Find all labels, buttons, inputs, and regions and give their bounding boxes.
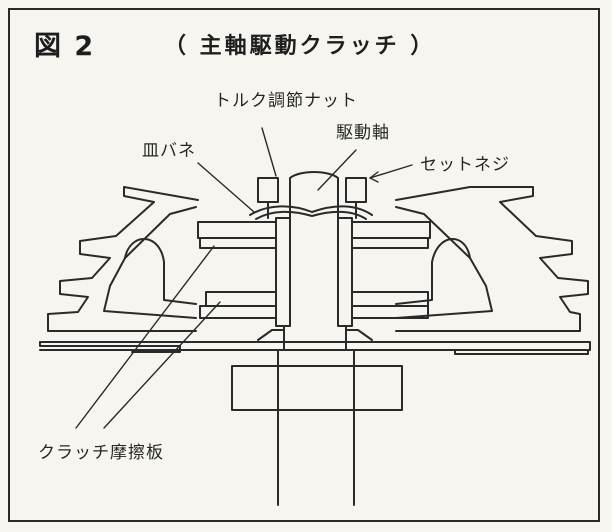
clutch-plate-upper-left-2	[199, 237, 277, 249]
label-drive-shaft: 駆動軸	[336, 123, 390, 143]
pulley-right-outer	[395, 186, 589, 332]
label-dish-spring: 皿バネ	[142, 141, 196, 161]
clutch-plate-lower-left	[205, 291, 277, 307]
leader-clutch-upper	[75, 245, 215, 429]
clutch-plate-upper-right	[351, 221, 431, 239]
drive-shaft-top	[289, 171, 339, 219]
label-set-screw: セットネジ	[420, 155, 510, 175]
leader-set-screw-arrow	[369, 171, 379, 183]
leader-torque-nut	[261, 127, 277, 177]
hub-collar-left	[275, 217, 291, 327]
leader-clutch-lower	[103, 301, 221, 429]
leader-drive-shaft	[317, 149, 357, 191]
figure-border	[8, 8, 600, 522]
label-torque-nut: トルク調節ナット	[214, 91, 358, 111]
bearing-block	[231, 365, 403, 411]
torque-nut-right	[345, 177, 367, 203]
pulley-right-inner	[395, 206, 493, 319]
leader-set-screw	[369, 164, 413, 179]
torque-nut-left	[257, 177, 279, 203]
label-clutch-plate: クラッチ摩擦板	[38, 443, 164, 463]
clutch-plate-upper-left	[197, 221, 277, 239]
pulley-left-inner	[103, 206, 197, 319]
pulley-left-outer	[47, 186, 199, 332]
shaft-flange	[257, 329, 373, 341]
dish-spring-inner	[255, 210, 367, 220]
leader-dish-spring	[197, 162, 255, 213]
figure-title: （ 主軸駆動クラッチ ）	[164, 34, 436, 59]
pulley-left-bump	[124, 238, 197, 305]
clutch-plate-upper-right-2	[351, 237, 429, 249]
shaft-lower	[283, 325, 347, 351]
base-plate	[39, 341, 591, 351]
clutch-plate-lower-right	[351, 291, 429, 307]
figure-number: 図 2	[34, 31, 96, 62]
base-plate-right-lip	[454, 349, 589, 355]
pulley-right-bump	[395, 238, 471, 305]
main-shaft	[277, 349, 355, 506]
hub-collar-right	[337, 217, 353, 327]
